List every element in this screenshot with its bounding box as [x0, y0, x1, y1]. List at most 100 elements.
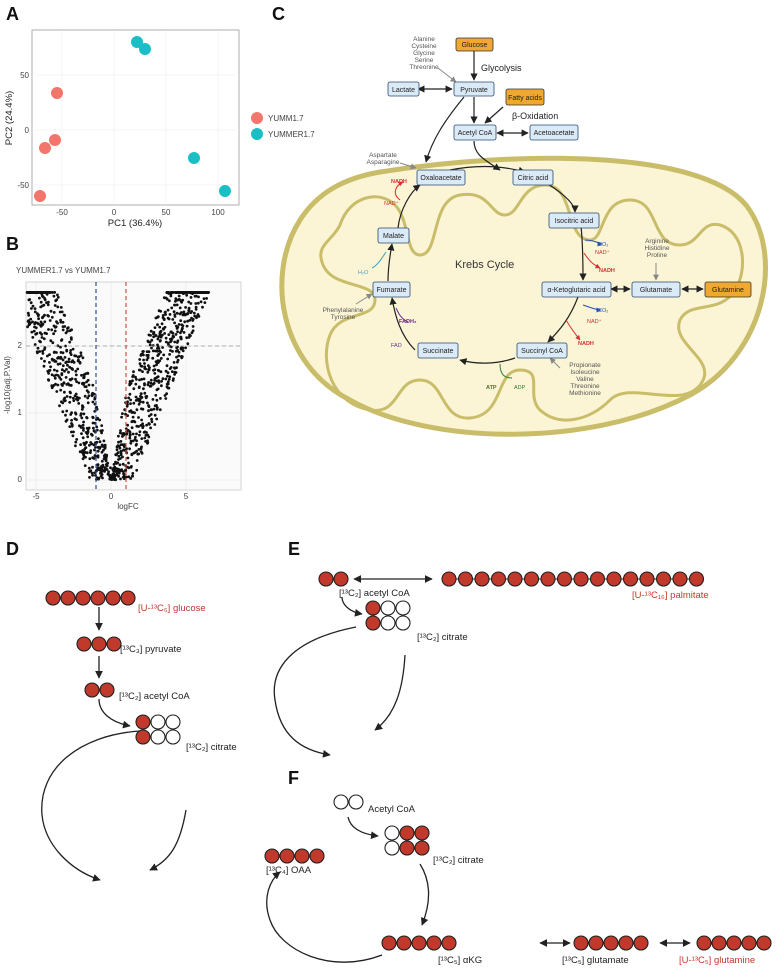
carbon-labeled: [588, 935, 604, 951]
volcano-point: [132, 401, 136, 405]
volcano-point: [33, 307, 37, 310]
carbon-labeled: [106, 636, 122, 652]
volcano-point: [39, 300, 43, 304]
volcano-point: [59, 351, 63, 354]
node-acetoacetate-box: [529, 124, 579, 141]
volcano-point: [30, 307, 33, 310]
volcano-point: [52, 332, 55, 336]
volcano-point: [137, 386, 141, 389]
volcano-point: [71, 347, 75, 351]
carbon-labeled: [414, 840, 430, 856]
volcano-point: [50, 315, 54, 319]
volcano-point: [47, 328, 50, 331]
volcano-plot: YUMMER1.7 vs YUMM1.7 -5 0 5 0 1 2 logFC …: [3, 266, 242, 511]
glutamine-label: [U-¹³C₅] glutamine: [679, 955, 755, 966]
volcano-point: [196, 301, 200, 305]
volcano-point: [121, 412, 124, 415]
volcano-point: [127, 466, 131, 470]
volcano-point: [56, 305, 60, 309]
carbon-unlabeled: [348, 794, 364, 810]
volcano-point: [138, 358, 142, 361]
node-acetoacetate: Acetoacetate: [534, 130, 575, 137]
volcano-point: [30, 330, 34, 334]
carbon-labeled: [523, 571, 540, 587]
volcano-point: [26, 311, 30, 315]
carbon-labeled: [441, 571, 457, 587]
volcano-point: [179, 335, 183, 339]
volcano-point: [56, 362, 60, 366]
volcano-point: [85, 426, 89, 430]
pca-point-yumm: [49, 134, 61, 146]
volcano-point: [51, 341, 55, 345]
volcano-point: [175, 346, 179, 350]
cofactor-adp: ADP: [514, 385, 526, 391]
volcano-point: [129, 398, 133, 402]
volcano-point: [180, 329, 184, 333]
amino-fumarate: Phenylalanine: [323, 307, 364, 314]
volcano-point: [91, 400, 95, 404]
volcano-point: [183, 320, 187, 324]
volcano-point: [130, 453, 134, 457]
volcano-point: [169, 330, 173, 334]
volcano-point: [121, 475, 125, 479]
cofactor-nadh-akg: NADH: [578, 341, 594, 347]
acetyl-coa-carbons-e: [318, 571, 349, 587]
volcano-point: [178, 291, 182, 294]
volcano-point: [36, 346, 40, 350]
volcano-point: [70, 430, 73, 434]
volcano-point: [203, 291, 207, 294]
volcano-point: [35, 350, 39, 354]
oaa-label: [¹³C₄] OAA: [266, 865, 312, 876]
volcano-point: [72, 430, 75, 434]
volcano-point: [183, 291, 187, 294]
volcano-point: [60, 310, 64, 314]
volcano-point: [87, 390, 90, 394]
volcano-point: [175, 303, 179, 307]
cofactor-co2-akg: CO₂: [598, 308, 608, 314]
amino-pyruvate: Alanine: [413, 36, 435, 43]
citrate-carbons-e: [365, 600, 411, 631]
node-fatty-acids-box: [505, 88, 545, 106]
volcano-point: [159, 357, 163, 360]
amino-glutamate: Arginine: [645, 238, 669, 245]
volcano-point: [181, 326, 184, 330]
volcano-point: [138, 362, 142, 365]
volcano-point: [117, 467, 120, 471]
panel-letter-c: C: [272, 4, 285, 24]
carbon-labeled: [318, 571, 334, 587]
volcano-point: [85, 451, 89, 455]
volcano-point: [97, 477, 100, 481]
volcano-point: [88, 457, 92, 461]
volcano-point: [177, 323, 181, 326]
carbon-labeled: [45, 590, 61, 606]
carbon-labeled: [309, 848, 325, 864]
glucose-carbons: [45, 590, 136, 606]
citrate-label-f: [¹³C₂] citrate: [433, 855, 484, 866]
volcano-point: [166, 357, 170, 361]
volcano-point: [151, 356, 155, 360]
volcano-point: [102, 448, 105, 452]
volcano-point: [165, 364, 169, 368]
volcano-point: [152, 381, 156, 385]
volcano-point: [83, 394, 87, 398]
volcano-point: [87, 383, 91, 387]
volcano-point: [63, 369, 66, 373]
pca-ytick: 0: [25, 126, 30, 135]
volcano-point: [136, 452, 140, 456]
cofactor-atp: ATP: [486, 385, 497, 391]
volcano-point: [155, 404, 158, 407]
volcano-point: [56, 321, 59, 325]
node-citric-acid: Citric acid: [518, 175, 549, 182]
volcano-point: [64, 344, 67, 348]
volcano-point: [156, 343, 159, 347]
node-isocitric-acid-box: [548, 212, 600, 229]
volcano-point: [84, 455, 87, 459]
volcano-point: [63, 356, 67, 359]
volcano-point: [137, 448, 141, 451]
volcano-point: [52, 358, 56, 362]
volcano-point: [168, 353, 172, 356]
volcano-point: [48, 291, 51, 294]
volcano-point: [164, 313, 168, 316]
volcano-point: [69, 349, 73, 352]
